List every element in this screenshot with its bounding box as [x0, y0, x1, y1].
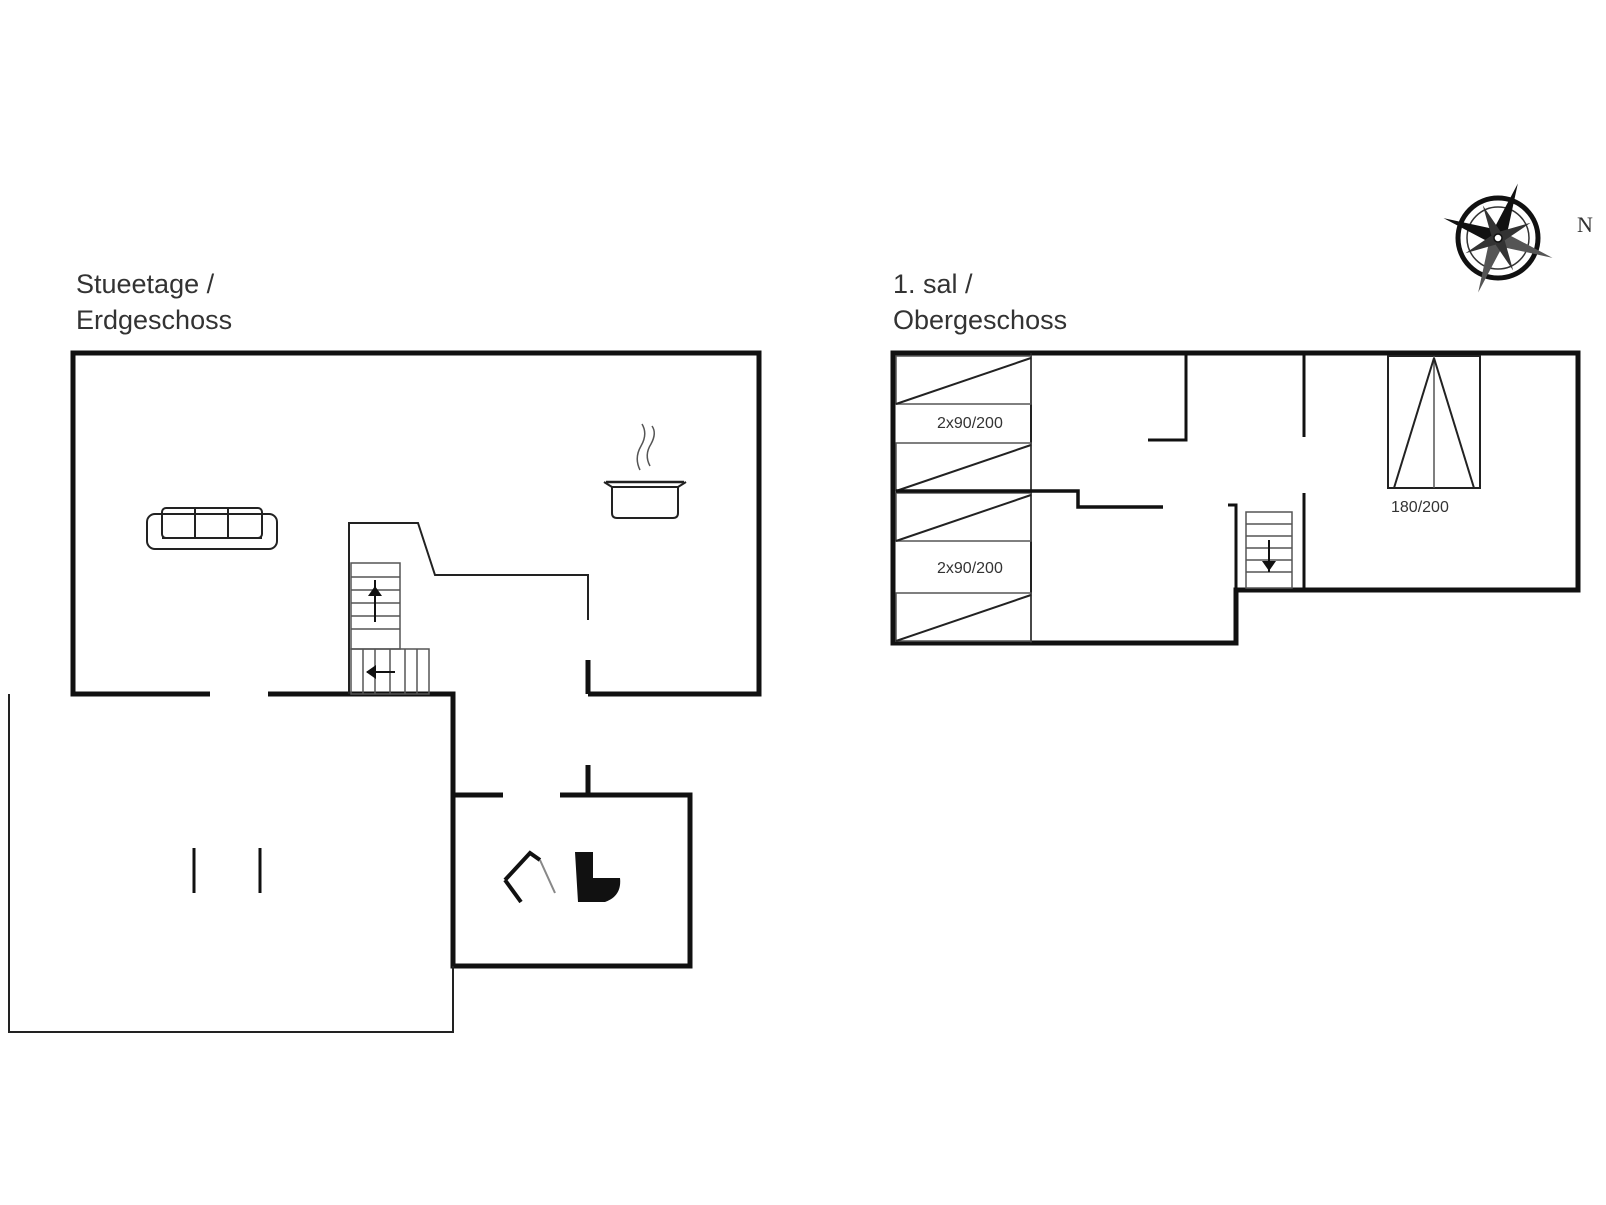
bed-size-label-top: 2x90/200: [937, 415, 1003, 432]
stair-partition-wall: [348, 522, 589, 694]
single-bed-4: [895, 592, 1032, 642]
terrace-outline: [8, 694, 454, 1033]
upper-floor-stair-wall-left: [1228, 503, 1238, 590]
compass-rose-icon: [1443, 183, 1553, 293]
upper-floor-title: 1. sal / Obergeschoss: [893, 266, 1067, 338]
upper-floor-partition: [896, 489, 1163, 509]
upper-floor-plan: 2x90/200 2x90/200 180/200: [890, 350, 1581, 646]
ground-floor-title-line1: Stueetage /: [76, 269, 215, 299]
toilet-icon: [575, 852, 621, 902]
ground-floor-outer-wall: [70, 350, 762, 697]
double-bed: [1387, 355, 1481, 489]
bed-size-label-double: 180/200: [1391, 499, 1449, 516]
upper-floor-title-line1: 1. sal /: [893, 269, 973, 299]
ground-floor-title-line2: Erdgeschoss: [76, 305, 233, 335]
single-bed-3: [895, 492, 1032, 542]
cooking-pot-icon: [603, 423, 687, 519]
single-bed-2: [895, 442, 1032, 492]
sofa-icon: [146, 507, 278, 550]
shower-icon: [503, 850, 556, 904]
compass-north-label: N: [1577, 212, 1593, 237]
upper-floor-title-line2: Obergeschoss: [893, 305, 1068, 335]
upper-floor-staircase: [1245, 511, 1293, 589]
bed-size-label-bottom: 2x90/200: [937, 560, 1003, 577]
upper-floor-outer-wall: [890, 350, 1581, 646]
upper-floor-interior-wall-1: [1148, 353, 1188, 442]
ground-floor-title: Stueetage / Erdgeschoss: [76, 266, 232, 338]
ground-floor-staircase: [350, 562, 430, 695]
single-bed-1: [895, 355, 1032, 405]
ground-floor-bottom-wall: [268, 691, 693, 969]
ground-floor-plan: [8, 350, 762, 1033]
